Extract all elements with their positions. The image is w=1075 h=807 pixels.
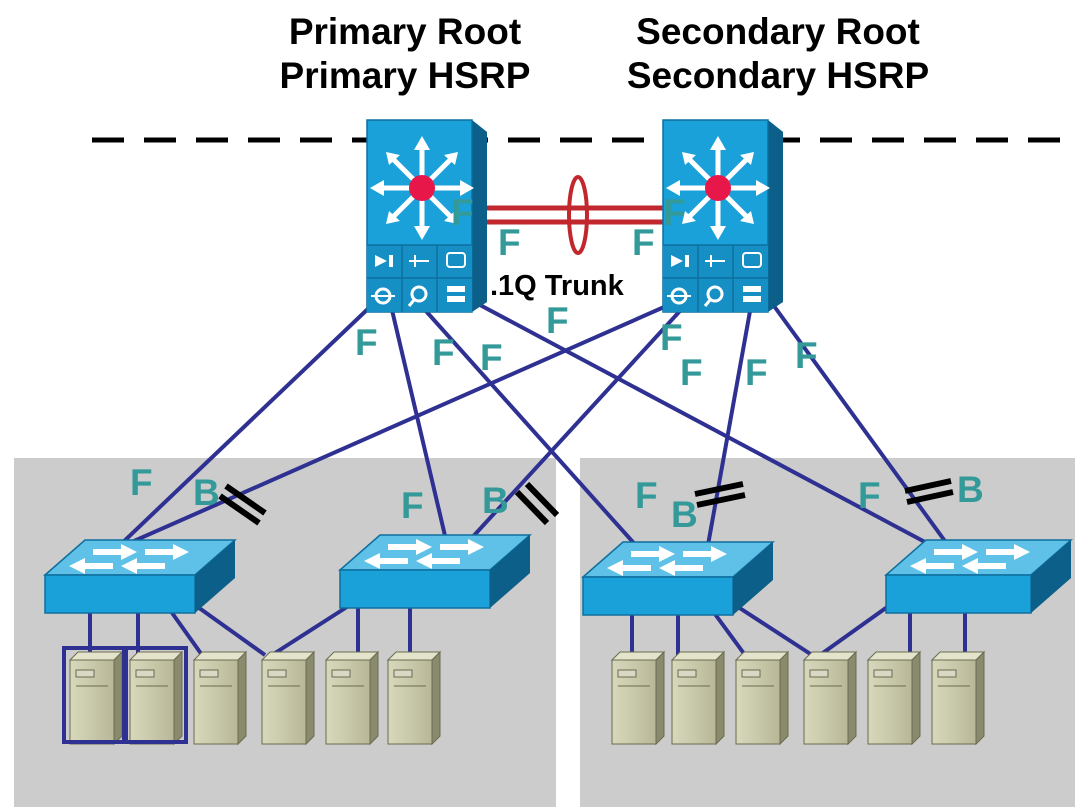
port-state-blocking: B	[671, 494, 698, 535]
workgroup-switch-icon	[581, 541, 775, 616]
port-state-forwarding: F	[546, 300, 569, 341]
port-state-forwarding: F	[745, 352, 768, 393]
server-link	[818, 603, 892, 657]
core-switch-secondary	[662, 119, 783, 313]
server-tower-icon	[324, 650, 380, 746]
uplink	[479, 303, 941, 552]
server-tower-icon	[930, 650, 986, 746]
uplink	[423, 308, 642, 552]
etherchannel-ring	[567, 175, 589, 255]
secondary-hsrp-label: Secondary HSRP	[626, 55, 930, 96]
workgroup-switch-icon	[338, 534, 532, 609]
blocked-port-icon	[514, 481, 560, 526]
port-state-forwarding: F	[858, 475, 881, 516]
server-tower-icon	[734, 650, 790, 746]
port-state-forwarding: F	[480, 337, 503, 378]
port-state-forwarding: F	[660, 317, 683, 358]
primary-root-label: Primary Root	[288, 11, 522, 52]
server-group-right	[610, 650, 986, 746]
multilayer-switch-icon	[662, 119, 783, 313]
selected-server-outline	[122, 646, 188, 744]
blocked-port-icon	[694, 481, 746, 508]
port-state-forwarding: F	[680, 352, 703, 393]
access-switch-1	[43, 539, 237, 614]
access-switch-4	[884, 539, 1073, 614]
server-tower-icon	[866, 650, 922, 746]
port-state-blocking: B	[482, 480, 509, 521]
access-area-right	[580, 458, 1075, 807]
port-state-blocking: B	[193, 472, 220, 513]
port-state-forwarding: F	[635, 475, 658, 516]
port-labels: F F F F F F F F F F F F F B F B F B F B	[130, 192, 984, 535]
port-state-forwarding: F	[130, 462, 153, 503]
blocked-port-icon	[904, 478, 954, 505]
blocked-port-markers	[218, 478, 954, 526]
server-tower-icon	[610, 650, 666, 746]
primary-root-title: Primary Root Primary HSRP	[255, 10, 555, 98]
port-state-forwarding: F	[795, 335, 818, 376]
server-tower-icon	[802, 650, 858, 746]
secondary-root-title: Secondary Root Secondary HSRP	[598, 10, 958, 98]
server-link	[270, 603, 352, 657]
server-link	[193, 603, 267, 657]
uplink	[764, 293, 952, 550]
port-state-forwarding: F	[632, 222, 655, 263]
workgroup-switch-icon	[43, 539, 237, 614]
core-switch-primary	[366, 119, 487, 313]
port-state-forwarding: F	[401, 485, 424, 526]
port-state-forwarding: F	[451, 192, 474, 233]
blocked-port-icon	[218, 483, 267, 526]
server-tower-icon	[192, 650, 248, 746]
server-link	[168, 608, 204, 657]
port-state-forwarding: F	[355, 322, 378, 363]
port-state-forwarding: F	[498, 222, 521, 263]
server-link	[733, 603, 814, 657]
uplink	[390, 309, 448, 541]
trunk-label: .1Q Trunk	[490, 270, 625, 302]
server-links	[88, 603, 967, 657]
uplink	[124, 298, 681, 547]
workgroup-switch-icon	[884, 539, 1073, 614]
access-switch-2	[338, 534, 532, 609]
server-link	[710, 608, 747, 657]
uplink	[466, 298, 692, 544]
server-tower-icon	[68, 650, 124, 746]
secondary-root-label: Secondary Root	[636, 11, 920, 52]
server-tower-icon	[386, 650, 442, 746]
port-state-forwarding: F	[663, 192, 686, 233]
port-state-forwarding: F	[432, 332, 455, 373]
primary-hsrp-label: Primary HSRP	[279, 55, 531, 96]
access-switch-3	[581, 541, 775, 616]
server-tower-icon	[670, 650, 726, 746]
access-area-left	[14, 458, 556, 807]
trunk-link	[487, 175, 668, 255]
multilayer-switch-icon	[366, 119, 487, 313]
server-group-left	[62, 646, 442, 746]
uplink	[118, 303, 374, 547]
port-state-blocking: B	[957, 469, 984, 510]
server-tower-icon	[260, 650, 316, 746]
server-tower-icon	[128, 650, 184, 746]
